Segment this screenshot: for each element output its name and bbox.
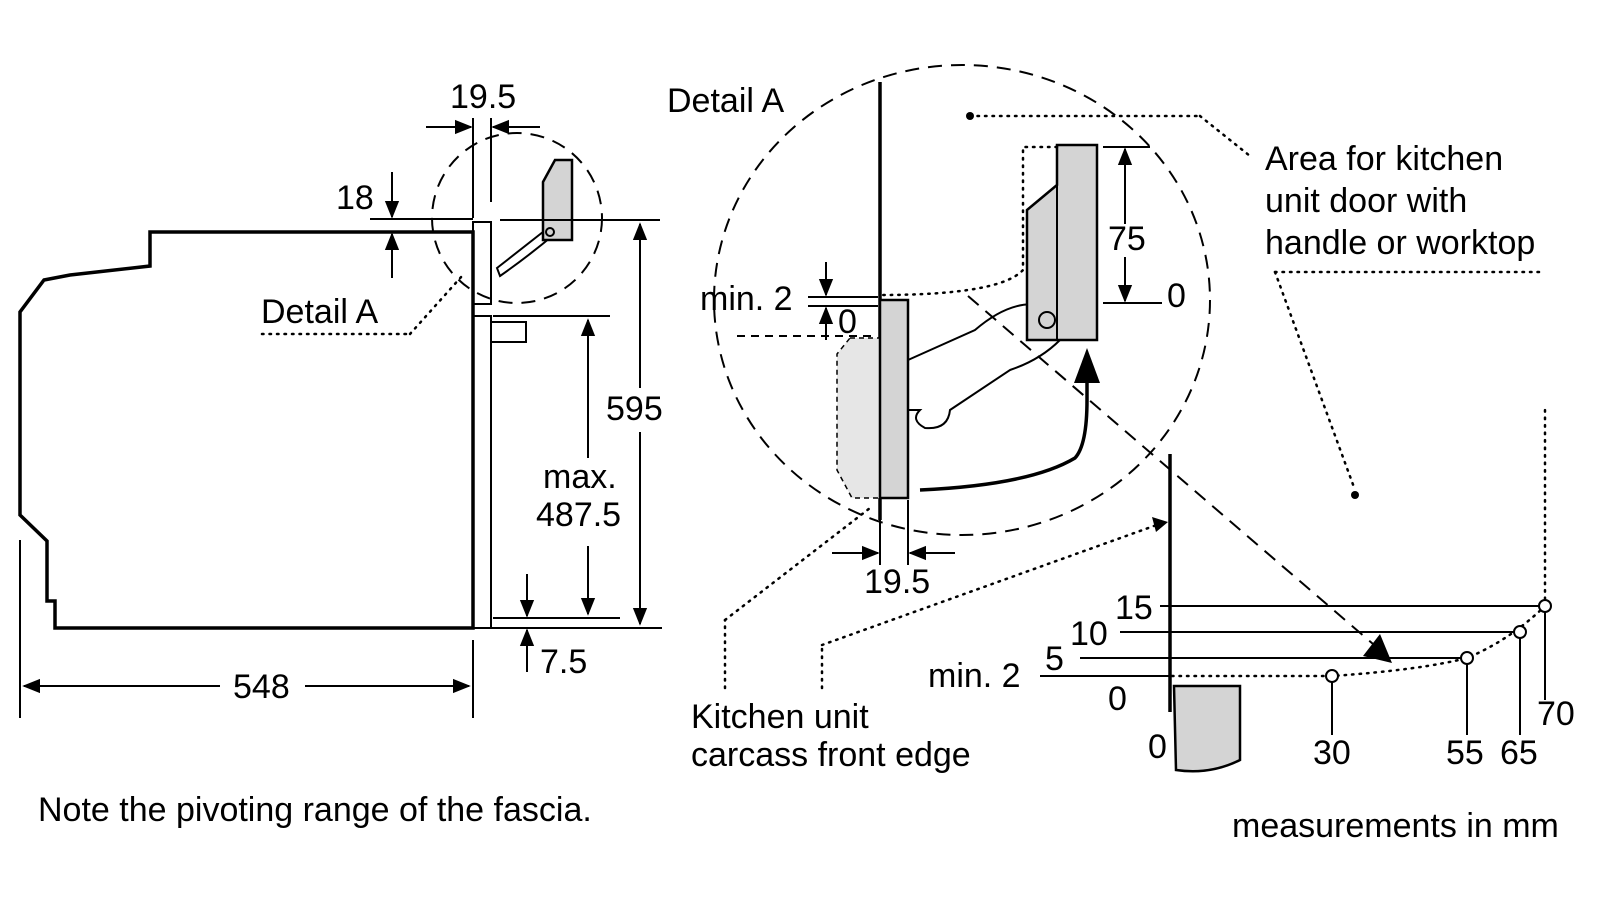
detail-a-leader-2: [408, 274, 464, 336]
carcass-label-line2: carcass front edge: [691, 736, 971, 774]
pivot-range-graph: 15 10 5 min. 2 0 0 30 55 65 70: [928, 408, 1575, 773]
fascia-closed-ghost: [836, 337, 884, 499]
area-label-line2: unit door with: [1265, 182, 1467, 220]
dim-19-5-bottom: 19.5: [864, 563, 930, 601]
detail-a-large-circle: [713, 64, 1211, 536]
x-label-0: 0: [1148, 728, 1167, 766]
area-label-line1: Area for kitchen: [1265, 140, 1503, 178]
x-label-30: 30: [1313, 734, 1351, 772]
pivot-note: Note the pivoting range of the fascia.: [38, 791, 592, 829]
dashed-pointer-arrow: [967, 295, 1381, 651]
dim-top-19-5: 19.5: [450, 78, 516, 116]
fascia-detail: [878, 298, 910, 500]
x-label-55: 55: [1446, 734, 1484, 772]
dim-0-right: 0: [1167, 277, 1186, 315]
y-label-5: 5: [1045, 640, 1064, 678]
detail-a-label: Detail A: [261, 293, 378, 331]
dim-max-label: max.: [543, 458, 617, 496]
y-label-15: 15: [1115, 589, 1153, 627]
dim-bottom-7-5: 7.5: [540, 643, 587, 681]
hinge-pivot: [545, 227, 555, 237]
unit-door-detail: [1025, 143, 1099, 342]
x-label-70: 70: [1537, 695, 1575, 733]
door-handle: [490, 321, 527, 343]
pivot-curve: [1170, 408, 1547, 678]
units-note: measurements in mm: [1232, 807, 1559, 845]
x-label-65: 65: [1500, 734, 1538, 772]
motion-arrow: [919, 372, 1089, 492]
area-label-line3: handle or worktop: [1265, 224, 1535, 262]
dim-0-left: 0: [838, 303, 857, 341]
hinge-pivot-detail: [1038, 311, 1056, 329]
dim-min-2: min. 2: [700, 280, 793, 318]
y-label-min2: min. 2: [928, 657, 1021, 695]
oven-side-view: Detail A 19.5 18 595 max. 487.5 7.5: [18, 78, 667, 718]
detail-a-view: Detail A 75 0 min. 2 0: [667, 64, 1545, 774]
carcass-label-line1: Kitchen unit: [691, 698, 869, 736]
y-label-0: 0: [1108, 680, 1127, 718]
dim-height-595: 595: [606, 390, 663, 428]
oven-body-outline: [18, 230, 475, 630]
detail-a-title: Detail A: [667, 82, 784, 120]
fascia: [472, 221, 492, 305]
dim-fascia-18: 18: [336, 179, 374, 217]
y-label-10: 10: [1070, 615, 1108, 653]
door-swing-contour: [878, 145, 1059, 297]
oven-door: [472, 315, 492, 629]
graph-carcass-block: [1172, 684, 1242, 773]
dim-max-value: 487.5: [536, 496, 621, 534]
dim-75: 75: [1108, 220, 1146, 258]
dim-width-548: 548: [233, 668, 290, 706]
